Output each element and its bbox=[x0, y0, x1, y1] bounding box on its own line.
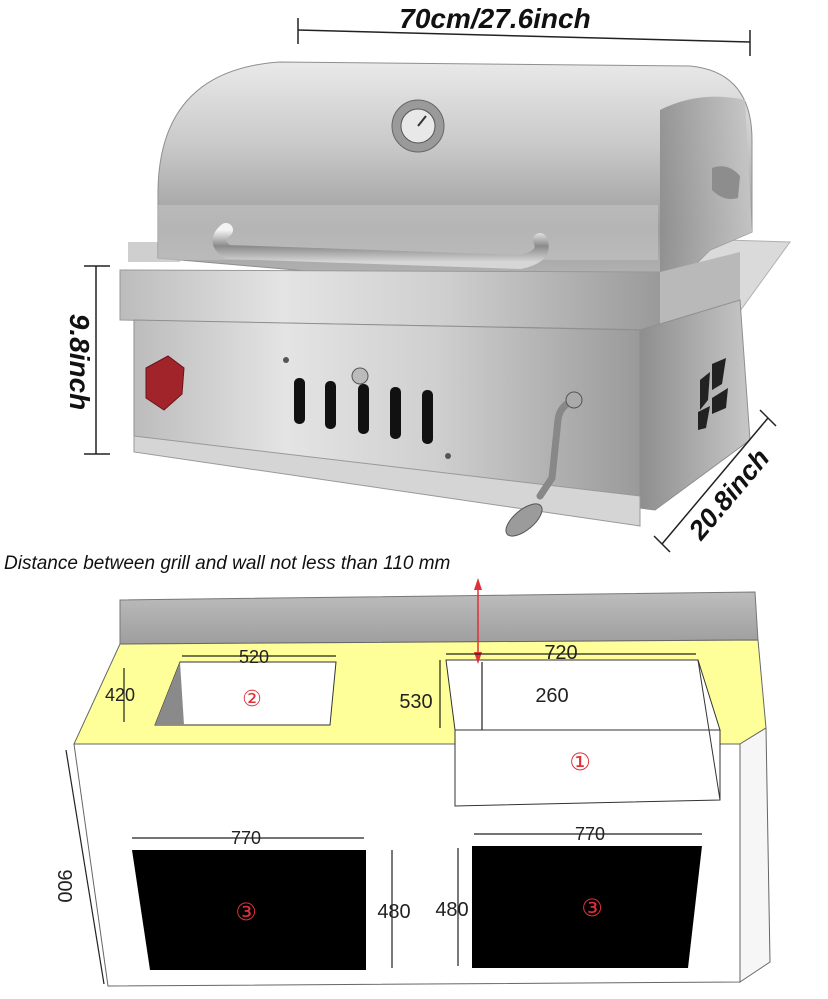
width-dimension: 70cm/27.6inch bbox=[297, 3, 751, 56]
door-left-width: 770 bbox=[231, 828, 261, 848]
marker-3-right: ③ bbox=[581, 894, 603, 922]
door-dimensions bbox=[132, 833, 702, 968]
wall-distance-arrow bbox=[474, 578, 482, 664]
opening-2 bbox=[154, 661, 337, 726]
install-note: Distance between grill and wall not less… bbox=[4, 553, 451, 574]
marker-1: ① bbox=[569, 748, 591, 776]
cabinet-height: 900 bbox=[53, 869, 75, 902]
opening-2-shadow bbox=[155, 662, 184, 725]
hood-side-vent bbox=[712, 166, 740, 199]
marker-2: ② bbox=[242, 687, 262, 712]
cabinet-height-dimension bbox=[65, 749, 105, 985]
height-label: 9.8inch bbox=[64, 314, 95, 410]
counter-dimensions bbox=[123, 653, 696, 730]
vent-knob-icon bbox=[351, 367, 369, 385]
width-label: 70cm/27.6inch bbox=[399, 3, 590, 34]
height-dimension: 9.8inch bbox=[64, 265, 110, 455]
opening-1 bbox=[445, 659, 721, 731]
door-right-height: 480 bbox=[435, 899, 468, 921]
back-wall bbox=[119, 591, 759, 645]
front-vents bbox=[294, 378, 433, 444]
marker-3-left: ③ bbox=[235, 898, 257, 926]
opening1-depth: 530 bbox=[399, 691, 432, 713]
cabinet-diagram: 520 420 720 530 260 ② ① 900 770 770 480 … bbox=[53, 578, 771, 987]
cabinet-side bbox=[739, 727, 771, 983]
hood-side bbox=[660, 96, 752, 301]
door-right-width: 770 bbox=[575, 824, 605, 844]
opening2-width: 520 bbox=[239, 647, 269, 667]
grill-image bbox=[119, 61, 791, 537]
opening1-width: 720 bbox=[544, 642, 577, 664]
grill-body-side bbox=[639, 299, 751, 511]
opening2-depth: 420 bbox=[105, 685, 135, 705]
bottle-opener-icon bbox=[145, 355, 185, 411]
hood-handle bbox=[212, 223, 549, 270]
side-vent-icon bbox=[698, 358, 728, 430]
door-opening-right bbox=[472, 846, 702, 968]
ledge-side bbox=[660, 252, 740, 330]
door-opening-left bbox=[132, 850, 366, 970]
door-left-height: 480 bbox=[377, 901, 410, 923]
grill-base-rail bbox=[133, 435, 641, 527]
opening1-height: 260 bbox=[535, 685, 568, 707]
